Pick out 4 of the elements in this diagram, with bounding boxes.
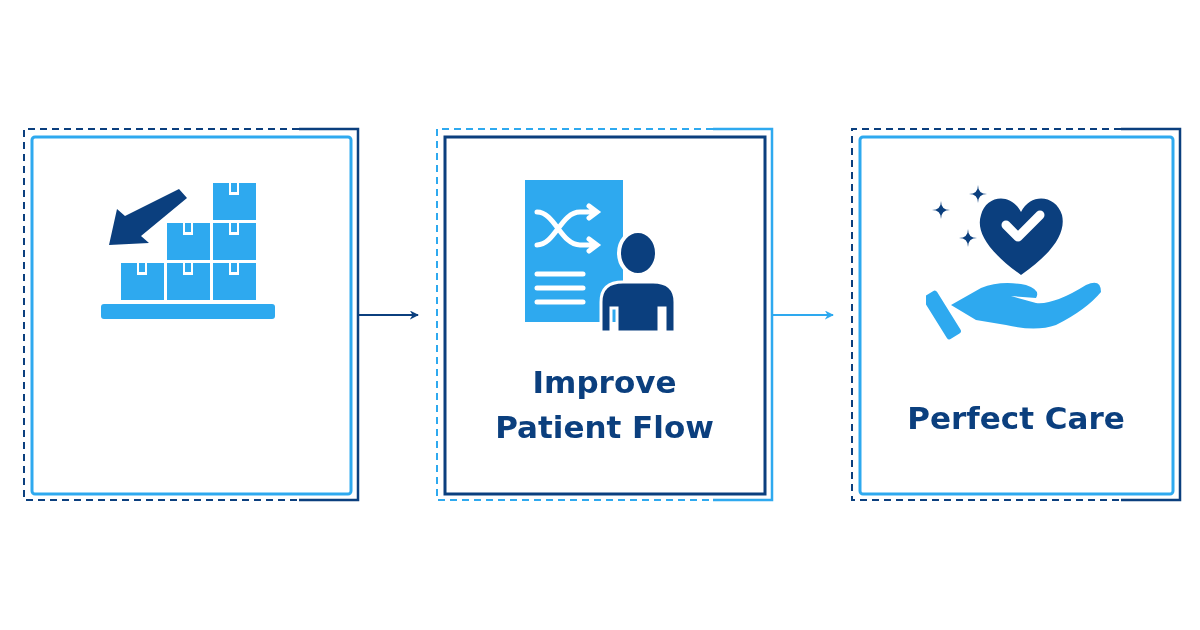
card-title: Improve Patient Flow [494, 363, 715, 447]
arrow [772, 310, 834, 320]
card-title: Perfect Care [906, 399, 1126, 438]
arrow [358, 310, 419, 320]
